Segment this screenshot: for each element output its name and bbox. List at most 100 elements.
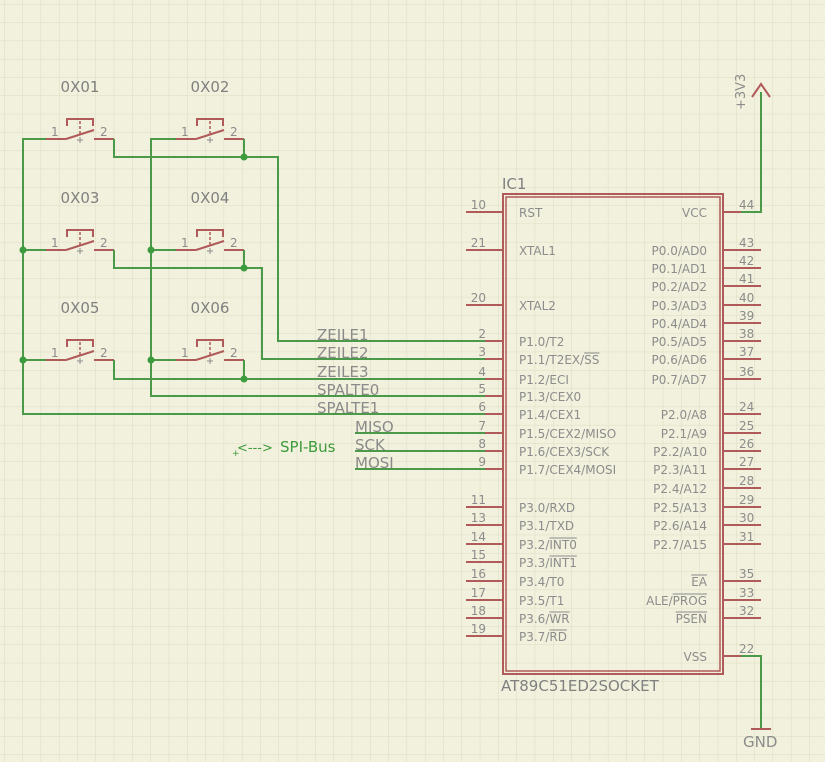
- net-label-sck[interactable]: SCK: [355, 436, 386, 454]
- pin-label: P2.6/A14: [653, 519, 707, 533]
- pin-label: P2.1/A9: [661, 427, 707, 441]
- pin-number: 5: [478, 382, 486, 396]
- switch-pin1-label: 1: [181, 125, 189, 139]
- pin-number: 30: [739, 511, 754, 525]
- pin-label: P0.4/AD4: [652, 317, 707, 331]
- vcc-symbol[interactable]: +3V3: [734, 74, 771, 110]
- ic1-body-inner: [505, 196, 721, 672]
- net-label-miso[interactable]: MISO: [355, 418, 394, 436]
- pin-label: EA: [691, 575, 708, 589]
- pin-number: 40: [739, 291, 754, 305]
- pin-label: P0.7/AD7: [652, 373, 707, 387]
- wire-gnd[interactable]: [741, 655, 762, 728]
- switch-name: 0X05: [61, 299, 100, 317]
- pin-number: 35: [739, 567, 754, 581]
- net-label-spalte1[interactable]: SPALTE1: [317, 399, 379, 417]
- wire-zeile3[interactable]: [113, 360, 485, 380]
- pin-number: 4: [478, 365, 486, 379]
- wire-spalte1[interactable]: [22, 138, 485, 415]
- wires: [22, 92, 762, 728]
- pin-label: P0.5/AD5: [652, 335, 707, 349]
- net-label-zeile1[interactable]: ZEILE1: [317, 326, 369, 344]
- pin-label: VSS: [684, 650, 707, 664]
- junction-dot: [147, 356, 155, 364]
- pin-label: P2.4/A12: [653, 482, 707, 496]
- junction-dot: [19, 356, 27, 364]
- wire-zeile1[interactable]: [113, 139, 485, 342]
- wire-zeile2[interactable]: [113, 250, 485, 360]
- pin-label: P1.7/CEX4/MOSI: [519, 463, 616, 477]
- pin-number: 38: [739, 327, 754, 341]
- net-label-zeile3[interactable]: ZEILE3: [317, 363, 369, 381]
- pin-label: P2.5/A13: [653, 501, 707, 515]
- pin-number: 22: [739, 642, 754, 656]
- switch-pin2-label: 2: [230, 125, 238, 139]
- gnd-label: GND: [743, 733, 777, 751]
- pin-number: 31: [739, 530, 754, 544]
- pin-label: ALE/PROG: [646, 594, 707, 608]
- net-label-mosi[interactable]: MOSI: [355, 454, 394, 472]
- pin-number: 32: [739, 604, 754, 618]
- pin-number: 8: [478, 437, 486, 451]
- pushbutton-icon: [66, 118, 94, 126]
- pin-label: P3.2/INT0: [519, 538, 577, 552]
- switch-contact: [65, 129, 95, 140]
- switch-contact: [195, 129, 225, 140]
- pin-number: 37: [739, 345, 754, 359]
- pushbutton-icon: [196, 229, 224, 237]
- switch-contact: [65, 350, 95, 361]
- pin-number: 20: [471, 291, 486, 305]
- ic1-pins: 10RST21XTAL120XTAL22P1.0/T23P1.1/T2EX/SS…: [466, 198, 761, 664]
- net-label-spalte0[interactable]: SPALTE0: [317, 381, 379, 399]
- pin-label: P3.3/INT1: [519, 556, 577, 570]
- pin-label: XTAL1: [519, 244, 556, 258]
- switch-pin1-label: 1: [51, 125, 59, 139]
- switch-pin1-label: 1: [181, 346, 189, 360]
- wire-vcc[interactable]: [741, 92, 762, 213]
- switch-pin1-label: 1: [51, 346, 59, 360]
- switch-pin2-label: 2: [100, 125, 108, 139]
- pin-label: P3.7/RD: [519, 630, 567, 644]
- pin-number: 11: [471, 493, 486, 507]
- pin-number: 44: [739, 198, 754, 212]
- net-label-zeile2[interactable]: ZEILE2: [317, 344, 369, 362]
- gnd-symbol[interactable]: GND: [743, 728, 777, 751]
- pin-label: P1.0/T2: [519, 335, 564, 349]
